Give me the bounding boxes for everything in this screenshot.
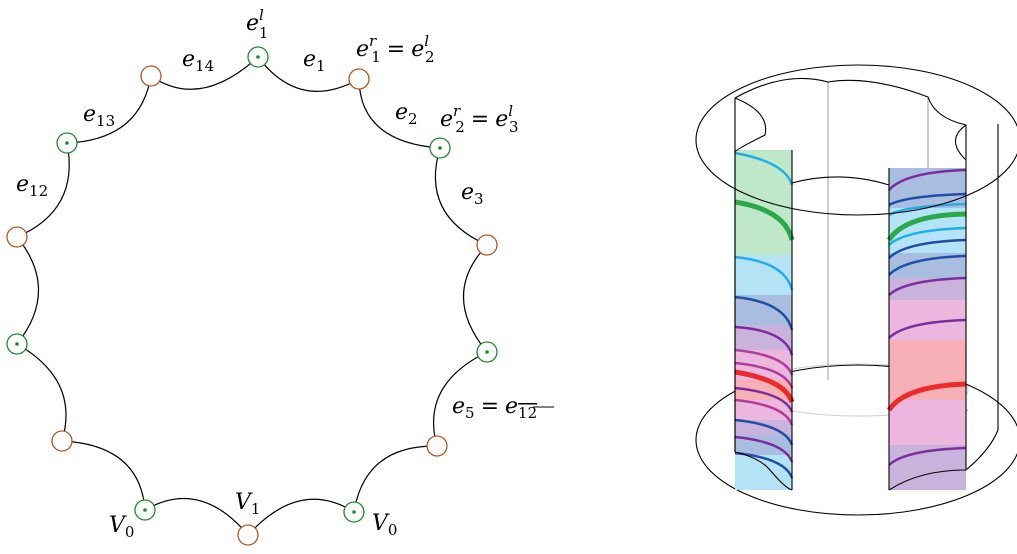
edge-e6 — [353, 445, 438, 513]
vertex-green — [476, 341, 498, 363]
left-strip — [734, 98, 795, 490]
curve-dark-blue — [888, 192, 967, 207]
curve-purple — [888, 168, 967, 191]
edge-e7 — [247, 498, 355, 536]
band-pink — [889, 400, 966, 445]
vertex-orange — [426, 435, 448, 457]
curve-purple — [734, 435, 794, 463]
right-strip — [886, 168, 967, 490]
vertex-green — [247, 46, 269, 68]
label-V0-left: V0 — [109, 513, 134, 541]
curve-red — [734, 369, 795, 403]
bottom-cutout — [734, 429, 999, 491]
curve-cyan — [734, 151, 794, 186]
band-blue — [735, 295, 792, 325]
band-purple — [889, 278, 966, 300]
vertex-green — [56, 132, 78, 154]
curve-magenta — [734, 361, 794, 389]
label-e3: e3 — [461, 180, 484, 208]
top-cutout-arc — [954, 124, 967, 161]
curve-magenta — [734, 398, 794, 426]
label-e13: e13 — [83, 102, 115, 130]
vertex-orange — [140, 65, 162, 87]
curve-dark-blue — [734, 295, 794, 331]
label-e5-eq-e12bar: e5=e12 — [452, 394, 537, 422]
curve-purple — [888, 276, 967, 296]
label-e1: e1 — [303, 47, 326, 75]
band-purple — [735, 325, 792, 350]
right-diagram — [695, 64, 1017, 516]
curve-red — [886, 381, 967, 412]
curve-dark-blue — [734, 418, 794, 446]
vertex-orange — [237, 524, 259, 546]
vertex-orange — [476, 234, 498, 256]
curve-dark-blue — [888, 238, 967, 259]
edge-e11 — [16, 236, 40, 345]
curve-purple — [888, 446, 967, 466]
edge-e4 — [462, 244, 488, 353]
edge-e10 — [16, 343, 67, 442]
top-disk — [695, 64, 1017, 216]
curve-dark-blue — [888, 254, 967, 276]
curve-purple — [734, 325, 794, 356]
curve-green — [886, 211, 967, 242]
vertex-green — [343, 501, 365, 523]
edge-e5 — [433, 351, 488, 447]
edge-e13 — [66, 75, 152, 144]
vertex-orange — [6, 226, 28, 248]
curve-purple — [888, 318, 967, 339]
edge-e1 — [257, 56, 360, 92]
label-e12: e12 — [16, 172, 48, 200]
top-cutout — [734, 77, 967, 186]
band-red — [889, 340, 966, 400]
vertices — [6, 46, 498, 546]
label-V0-right: V0 — [372, 511, 397, 539]
label-e14: e14 — [182, 47, 214, 75]
vertex-green — [134, 499, 156, 521]
curve-magenta — [734, 348, 794, 376]
vertex-green — [429, 137, 451, 159]
curve-cyan — [888, 226, 967, 246]
vertex-green — [6, 333, 28, 355]
edge-e12 — [16, 142, 70, 238]
edge-e2 — [358, 78, 441, 149]
label-e2: e2 — [395, 100, 418, 128]
curve-green — [734, 199, 795, 241]
edge-e9 — [61, 440, 146, 511]
vertex-orange — [51, 430, 73, 452]
edge-e3 — [434, 147, 488, 246]
edge-e14 — [150, 56, 259, 90]
label-V1: V1 — [235, 490, 260, 518]
curve-cyan — [734, 255, 794, 291]
curve-purple — [734, 386, 794, 413]
band-pink — [735, 400, 792, 420]
edge-e8 — [144, 497, 249, 536]
edges — [16, 56, 488, 536]
vertex-orange — [348, 68, 370, 90]
